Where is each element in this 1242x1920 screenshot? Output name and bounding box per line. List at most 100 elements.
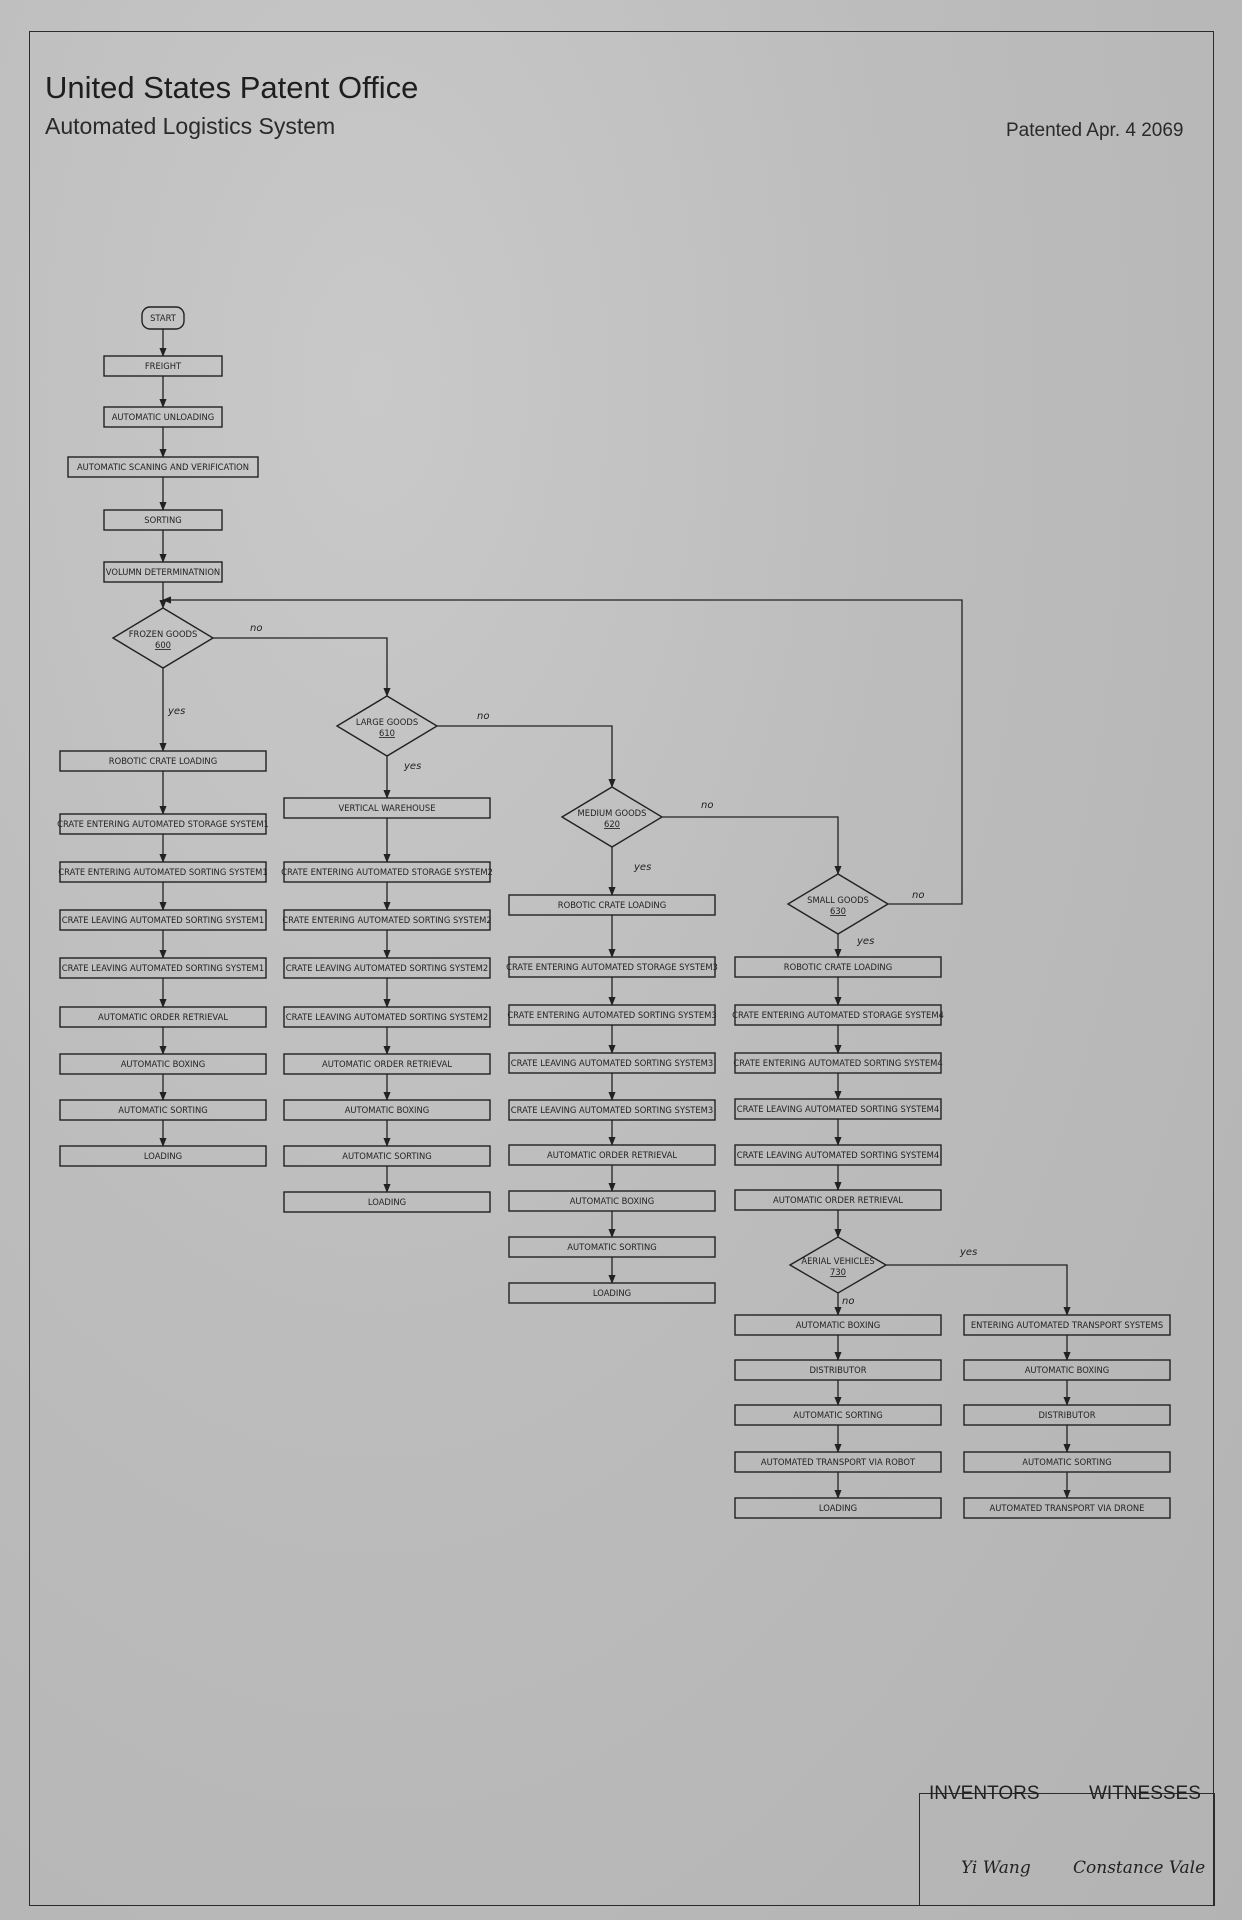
aerial-step-2: AUTOMATIC BOXING — [963, 1359, 1171, 1381]
intake-step-sorting-label: SORTING — [144, 515, 181, 525]
connector-frozen-no — [213, 637, 391, 697]
decision-medium-goods-number: 620 — [604, 819, 620, 829]
small-step-4: CRATE LEAVING AUTOMATED SORTING SYSTEM4 — [734, 1098, 942, 1120]
medium-step-8-label: AUTOMATIC SORTING — [567, 1242, 656, 1252]
ground-step-1-label: AUTOMATIC BOXING — [796, 1320, 881, 1330]
medium-step-8: AUTOMATIC SORTING — [508, 1236, 716, 1258]
small-step-2-label: CRATE ENTERING AUTOMATED STORAGE SYSTEM4 — [732, 1010, 944, 1020]
decision-small-goods-number: 630 — [830, 906, 846, 916]
small-step-5-label: CRATE LEAVING AUTOMATED SORTING SYSTEM4 — [737, 1150, 939, 1160]
ground-step-2: DISTRIBUTOR — [734, 1359, 942, 1381]
connector-large-no — [437, 725, 616, 788]
frozen-step-1-label: ROBOTIC CRATE LOADING — [109, 756, 217, 766]
page-title: United States Patent Office — [45, 70, 419, 105]
medium-step-7-label: AUTOMATIC BOXING — [570, 1196, 655, 1206]
frozen-step-9: LOADING — [59, 1145, 267, 1167]
frozen-step-9-label: LOADING — [144, 1151, 182, 1161]
decision-frozen-goods-label: FROZEN GOODS — [129, 629, 198, 639]
large-step-4-label: CRATE LEAVING AUTOMATED SORTING SYSTEM2 — [286, 963, 488, 973]
frozen-step-7-label: AUTOMATIC BOXING — [121, 1059, 206, 1069]
frozen-step-8: AUTOMATIC SORTING — [59, 1099, 267, 1121]
medium-step-1: ROBOTIC CRATE LOADING — [508, 894, 716, 916]
frozen-step-7: AUTOMATIC BOXING — [59, 1053, 267, 1075]
aerial-step-3-label: DISTRIBUTOR — [1038, 1410, 1095, 1420]
large-step-4: CRATE LEAVING AUTOMATED SORTING SYSTEM2 — [283, 957, 491, 979]
small-yes-label: yes — [856, 936, 874, 947]
frozen-step-6: AUTOMATIC ORDER RETRIEVAL — [59, 1006, 267, 1028]
frozen-step-6-label: AUTOMATIC ORDER RETRIEVAL — [98, 1012, 228, 1022]
start-terminal: START — [141, 306, 185, 330]
large-step-7-label: AUTOMATIC BOXING — [345, 1105, 430, 1115]
intake-step-freight-label: FREIGHT — [145, 361, 182, 371]
decision-large-goods-number: 610 — [379, 728, 395, 738]
intake-step-automatic-scaning-and-verification: AUTOMATIC SCANING AND VERIFICATION — [67, 456, 259, 478]
medium-step-9-label: LOADING — [593, 1288, 631, 1298]
inventor-signature: Yi Wang — [961, 1858, 1031, 1878]
aerial-step-5: AUTOMATED TRANSPORT VIA DRONE — [963, 1497, 1171, 1519]
large-step-8-label: AUTOMATIC SORTING — [342, 1151, 431, 1161]
ground-step-2-label: DISTRIBUTOR — [809, 1365, 866, 1375]
large-step-5-label: CRATE LEAVING AUTOMATED SORTING SYSTEM2 — [286, 1012, 488, 1022]
decision-aerial-vehicles-number: 730 — [830, 1267, 846, 1277]
frozen-no-label: no — [250, 623, 262, 634]
large-step-1: VERTICAL WAREHOUSE — [283, 797, 491, 819]
large-step-2-label: CRATE ENTERING AUTOMATED STORAGE SYSTEM2 — [281, 867, 493, 877]
small-step-3: CRATE ENTERING AUTOMATED SORTING SYSTEM4 — [733, 1052, 943, 1074]
frozen-step-4: CRATE LEAVING AUTOMATED SORTING SYSTEM1 — [59, 909, 267, 931]
medium-step-9: LOADING — [508, 1282, 716, 1304]
medium-step-3-label: CRATE ENTERING AUTOMATED SORTING SYSTEM3 — [507, 1010, 716, 1020]
small-step-3-label: CRATE ENTERING AUTOMATED SORTING SYSTEM4 — [733, 1058, 942, 1068]
medium-step-4-label: CRATE LEAVING AUTOMATED SORTING SYSTEM3 — [511, 1058, 713, 1068]
medium-step-2: CRATE ENTERING AUTOMATED STORAGE SYSTEM3 — [506, 956, 718, 978]
ground-step-3-label: AUTOMATIC SORTING — [793, 1410, 882, 1420]
connector-aerial-yes — [886, 1264, 1071, 1316]
aerial-no-label: no — [842, 1296, 854, 1307]
aerial-yes-label: yes — [959, 1247, 977, 1258]
intake-step-automatic-unloading-label: AUTOMATIC UNLOADING — [112, 412, 215, 422]
small-no-label: no — [912, 890, 924, 901]
medium-step-3: CRATE ENTERING AUTOMATED SORTING SYSTEM3 — [507, 1004, 717, 1026]
small-step-5: CRATE LEAVING AUTOMATED SORTING SYSTEM4 — [734, 1144, 942, 1166]
small-step-1-label: ROBOTIC CRATE LOADING — [784, 962, 892, 972]
frozen-yes-label: yes — [167, 706, 185, 717]
page-subtitle: Automated Logistics System — [45, 113, 336, 139]
ground-step-5-label: LOADING — [819, 1503, 857, 1513]
aerial-step-5-label: AUTOMATED TRANSPORT VIA DRONE — [990, 1503, 1145, 1513]
aerial-step-1-label: ENTERING AUTOMATED TRANSPORT SYSTEMS — [971, 1320, 1163, 1330]
medium-no-label: no — [701, 800, 713, 811]
large-step-3-label: CRATE ENTERING AUTOMATED SORTING SYSTEM2 — [282, 915, 491, 925]
large-step-1-label: VERTICAL WAREHOUSE — [338, 803, 435, 813]
patent-date: Patented Apr. 4 2069 — [1006, 120, 1184, 141]
decision-frozen-goods-number: 600 — [155, 640, 171, 650]
large-step-7: AUTOMATIC BOXING — [283, 1099, 491, 1121]
frozen-step-2: CRATE ENTERING AUTOMATED STORAGE SYSTEM1 — [57, 813, 269, 835]
inventors-label: INVENTORS — [929, 1783, 1040, 1804]
frozen-step-1: ROBOTIC CRATE LOADING — [59, 750, 267, 772]
medium-yes-label: yes — [633, 862, 651, 873]
decision-small-goods-label: SMALL GOODS — [807, 895, 869, 905]
medium-step-2-label: CRATE ENTERING AUTOMATED STORAGE SYSTEM3 — [506, 962, 718, 972]
intake-step-freight: FREIGHT — [103, 355, 223, 377]
medium-step-5-label: CRATE LEAVING AUTOMATED SORTING SYSTEM3 — [511, 1105, 713, 1115]
large-yes-label: yes — [403, 761, 421, 772]
frozen-step-2-label: CRATE ENTERING AUTOMATED STORAGE SYSTEM1 — [57, 819, 269, 829]
medium-step-1-label: ROBOTIC CRATE LOADING — [558, 900, 666, 910]
large-step-6: AUTOMATIC ORDER RETRIEVAL — [283, 1053, 491, 1075]
medium-step-6: AUTOMATIC ORDER RETRIEVAL — [508, 1144, 716, 1166]
intake-step-automatic-scaning-and-verification-label: AUTOMATIC SCANING AND VERIFICATION — [77, 462, 249, 472]
witness-signature: Constance Vale — [1073, 1858, 1206, 1878]
small-step-1: ROBOTIC CRATE LOADING — [734, 956, 942, 978]
frozen-step-3-label: CRATE ENTERING AUTOMATED SORTING SYSTEM1 — [58, 867, 267, 877]
decision-aerial-vehicles-label: AERIAL VEHICLES — [801, 1256, 874, 1266]
frozen-step-5-label: CRATE LEAVING AUTOMATED SORTING SYSTEM1 — [62, 963, 264, 973]
medium-step-4: CRATE LEAVING AUTOMATED SORTING SYSTEM3 — [508, 1052, 716, 1074]
connector-small-no-loop — [162, 596, 963, 905]
large-step-3: CRATE ENTERING AUTOMATED SORTING SYSTEM2 — [282, 909, 492, 931]
intake-step-volumn-determinatnion-label: VOLUMN DETERMINATNION — [106, 567, 220, 577]
ground-step-4-label: AUTOMATED TRANSPORT VIA ROBOT — [761, 1457, 916, 1467]
